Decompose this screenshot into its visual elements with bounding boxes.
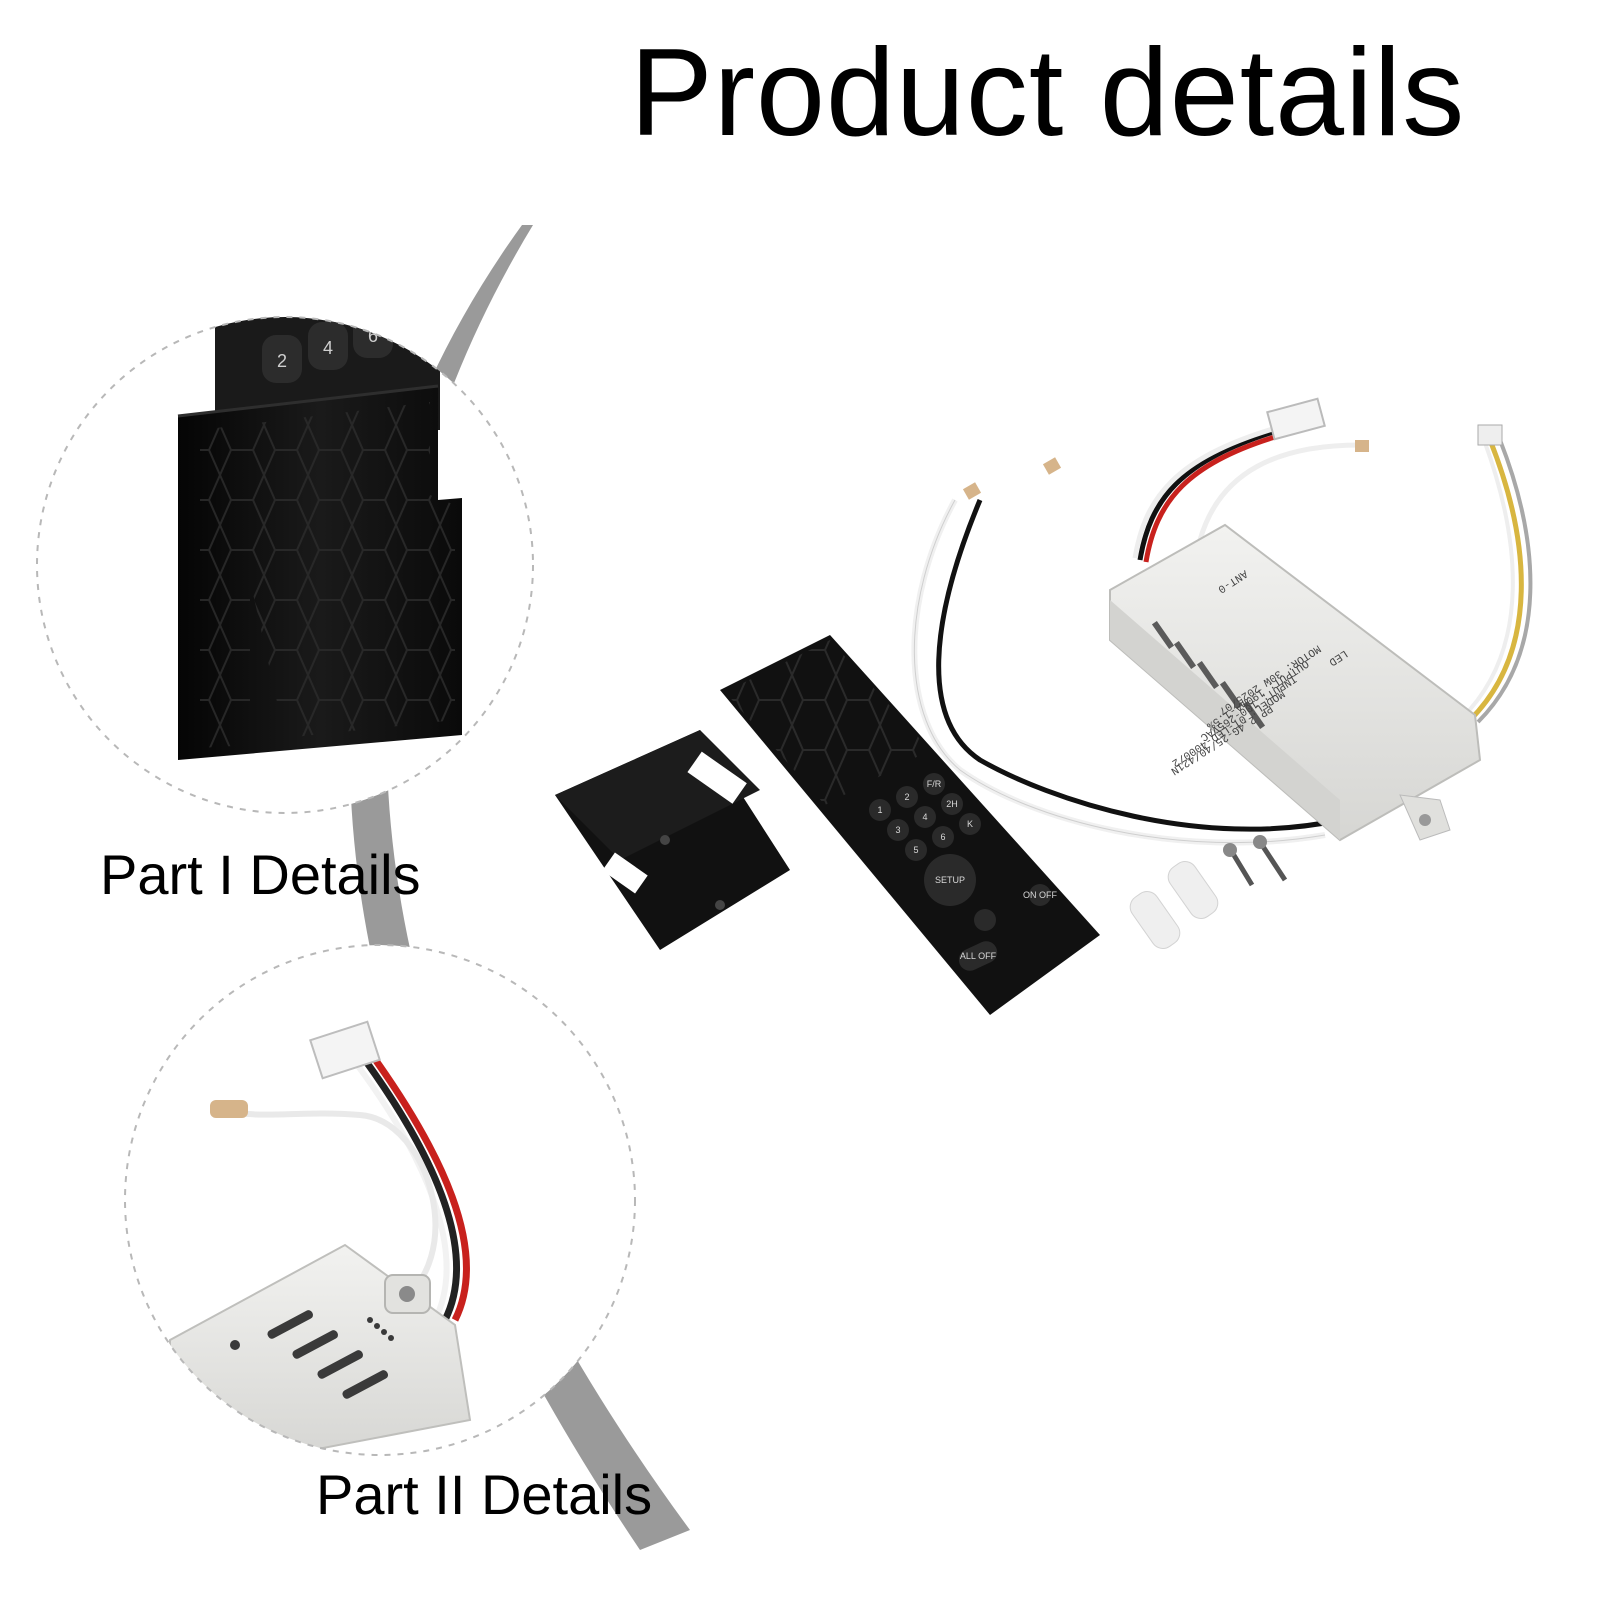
svg-text:SETUP: SETUP	[935, 875, 965, 885]
controller-box-closeup	[169, 1243, 472, 1455]
svg-text:ALL OFF: ALL OFF	[960, 951, 997, 961]
svg-text:5: 5	[913, 845, 918, 855]
detail-circle-1-border	[36, 316, 534, 814]
main-wall-holder	[555, 730, 790, 950]
plug-small	[1477, 424, 1503, 446]
detail-circle-2-border	[124, 944, 636, 1456]
main-wires	[911, 425, 1533, 846]
part-2-caption: Part II Details	[316, 1463, 653, 1526]
remote-key-4: 4	[323, 338, 333, 358]
page-title: Product details	[630, 24, 1466, 162]
detail-circle-2	[125, 945, 635, 1455]
svg-text:3: 3	[895, 825, 900, 835]
controller-box: PP 2.4G-25/40/421N MODEL: 0T-LED-4000/2 …	[1109, 523, 1482, 842]
svg-text:2H: 2H	[946, 799, 958, 809]
detail-circle-1: 2 4 6	[37, 317, 533, 813]
screws-anchors	[1129, 835, 1288, 949]
remote-key-6: 6	[368, 326, 378, 346]
svg-text:2: 2	[904, 792, 909, 802]
connector-plug	[309, 1020, 381, 1080]
remote-key-2: 2	[277, 351, 287, 371]
svg-text:4: 4	[922, 812, 927, 822]
svg-text:1: 1	[877, 805, 882, 815]
svg-text:F/R: F/R	[927, 779, 942, 789]
wall-holder	[177, 384, 462, 760]
svg-text:ON OFF: ON OFF	[1023, 890, 1057, 900]
part-1-caption: Part I Details	[100, 843, 421, 906]
plug-main	[1266, 397, 1326, 441]
main-remote: 1 2 3 4 5 6 F/R 2H K SETUP ALL OFF ON OF…	[720, 635, 1100, 1015]
svg-text:6: 6	[940, 832, 945, 842]
svg-text:K: K	[967, 819, 973, 829]
wire-tip	[210, 1100, 248, 1118]
